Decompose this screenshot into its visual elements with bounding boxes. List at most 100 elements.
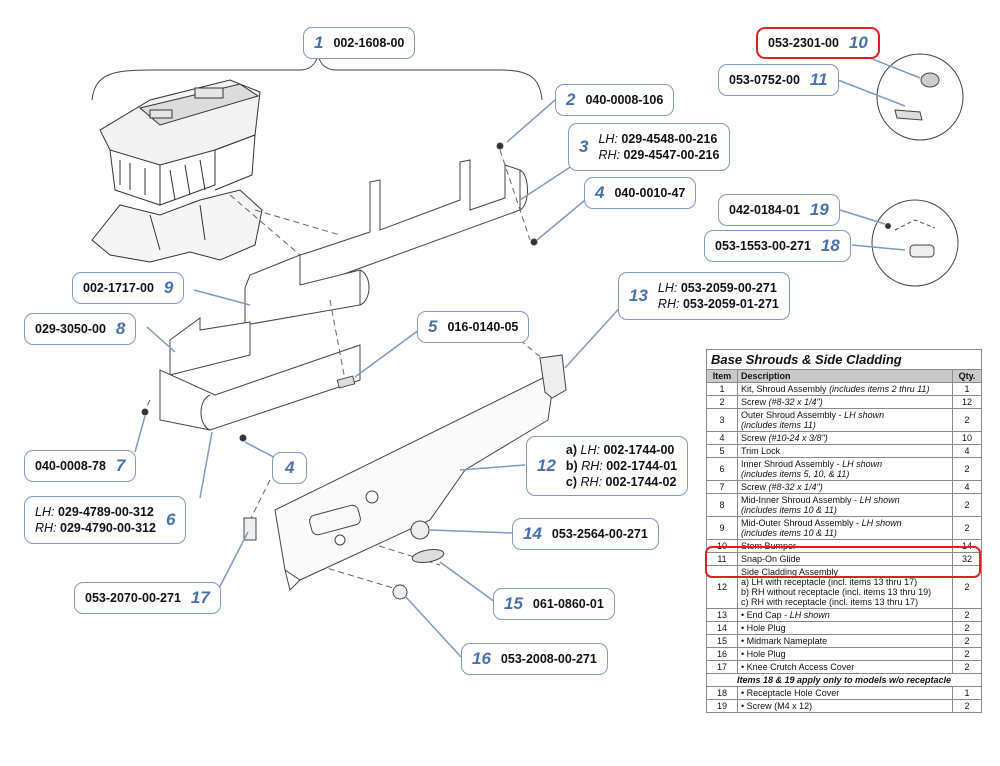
item-number: 7 (706, 480, 738, 494)
item-qty: 4 (952, 444, 982, 458)
detail-circle-glide (876, 53, 964, 141)
item-description: Screw (#10-24 x 3/8") (737, 431, 953, 445)
item-description: • Screw (M4 x 12) (737, 699, 953, 713)
variant-letter: c) (565, 475, 578, 489)
callout-7: 040-0008-78 7 (24, 450, 137, 482)
side-label: LH: (598, 132, 618, 146)
item-number: 16 (706, 647, 738, 661)
chair-base-mechanism (91, 79, 263, 263)
part-number: 040-0010-47 (614, 186, 686, 200)
item-description: • Hole Plug (737, 647, 953, 661)
variant-letter: b) (565, 459, 578, 473)
description-includes: (includes items 5, 10, & 11) (741, 469, 850, 479)
side-label: RH: (35, 521, 57, 535)
part-number: 002-1717-00 (83, 281, 154, 295)
callout-11: 053-0752-00 11 (718, 64, 839, 96)
mid-outer-shroud-9 (244, 254, 370, 326)
item-description: • End Cap - LH shown (737, 608, 953, 622)
description-text: Snap-On Glide (741, 554, 801, 564)
callout-8: 029-3050-00 8 (24, 313, 137, 345)
description-note: LH shown (859, 495, 900, 505)
item-number: 6 (706, 457, 738, 481)
callout-number: 16 (472, 649, 491, 668)
callout-4a: 4 040-0010-47 (584, 177, 697, 209)
description-includes: (includes items 10 & 11) (741, 505, 837, 515)
description-text: • Hole Plug (741, 649, 786, 659)
item-qty: 12 (952, 395, 982, 409)
item-qty: 1 (952, 686, 982, 700)
item-description: Kit, Shroud Assembly (includes items 2 t… (737, 382, 953, 396)
description-variant: c) RH with receptacle (incl. items 13 th… (741, 597, 919, 607)
item-number: 13 (706, 608, 738, 622)
description-text: Side Cladding Assembly (741, 567, 839, 577)
callout-number: 11 (809, 70, 828, 89)
detail-circle-receptacle (871, 199, 959, 287)
stem-bumper-10 (920, 72, 940, 88)
description-note: (#8-32 x 1/4") (768, 482, 823, 492)
callout-number: 18 (820, 236, 840, 255)
part-number: 053-2008-00-271 (500, 652, 597, 666)
description-text: Kit, Shroud Assembly (741, 384, 827, 394)
item-description: Inner Shroud Assembly - LH shown(include… (737, 457, 953, 481)
header-item: Item (706, 369, 738, 383)
description-text: • Hole Plug (741, 623, 786, 633)
item-qty: 2 (952, 621, 982, 635)
callout-number: 19 (809, 200, 829, 219)
part-number: 029-4789-00-312 (57, 505, 154, 519)
description-note: (includes items 2 thru 11) (829, 384, 930, 394)
callout-number: 2 (566, 90, 576, 109)
screw-2 (496, 142, 504, 150)
table-separator-note: Items 18 & 19 apply only to models w/o r… (706, 673, 982, 687)
description-text: • Receptacle Hole Cover (741, 688, 840, 698)
part-number: 053-2301-00 (768, 36, 839, 50)
description-text: Screw (741, 433, 767, 443)
side-label: LH: (657, 281, 678, 295)
part-number: 061-0860-01 (532, 597, 604, 611)
header-description: Description (737, 369, 953, 383)
item-description: Screw (#8-32 x 1/4") (737, 480, 953, 494)
trim-lock-5 (336, 375, 356, 389)
assembly-bracket (91, 54, 543, 101)
item-description: • Receptacle Hole Cover (737, 686, 953, 700)
part-number: 002-1744-01 (606, 459, 678, 473)
description-text: Trim Lock (741, 446, 781, 456)
description-variant: a) LH with receptacle (incl. items 13 th… (741, 577, 918, 587)
item-qty: 2 (952, 660, 982, 674)
callout-6: LH: 029-4789-00-312 RH: 029-4790-00-312 … (24, 496, 187, 544)
description-text: • End Cap - (741, 610, 788, 620)
callout-14: 14 053-2564-00-271 (512, 518, 659, 550)
callout-number: 10 (848, 33, 868, 52)
item-description: Screw (#8-32 x 1/4") (737, 395, 953, 409)
table-row: 19• Screw (M4 x 12)2 (706, 699, 982, 713)
table-row: 16• Hole Plug 2 (706, 647, 982, 661)
description-text: • Screw (M4 x 12) (741, 701, 813, 711)
item-qty: 2 (952, 457, 982, 481)
callout-number: 12 (537, 456, 556, 475)
description-text: Outer Shroud Assembly - (741, 410, 842, 420)
outer-shroud-3 (292, 159, 528, 291)
screw-4a (530, 238, 538, 246)
item-qty: 2 (952, 408, 982, 432)
item-number: 9 (706, 516, 738, 540)
side-label: RH: (657, 297, 680, 311)
description-note: LH shown (789, 610, 830, 620)
callout-3: 3 LH: 029-4548-00-216 RH: 029-4547-00-21… (568, 123, 731, 171)
item-qty: 1 (952, 382, 982, 396)
item-qty: 2 (952, 647, 982, 661)
side-label: RH: (581, 459, 603, 473)
callout-4b: 4 (272, 452, 308, 484)
part-number: 029-3050-00 (35, 322, 106, 336)
item-number: 17 (706, 660, 738, 674)
item-number: 3 (706, 408, 738, 432)
callout-number: 7 (115, 456, 126, 475)
parts-table: Base Shrouds & Side Cladding Item Descri… (706, 349, 982, 713)
